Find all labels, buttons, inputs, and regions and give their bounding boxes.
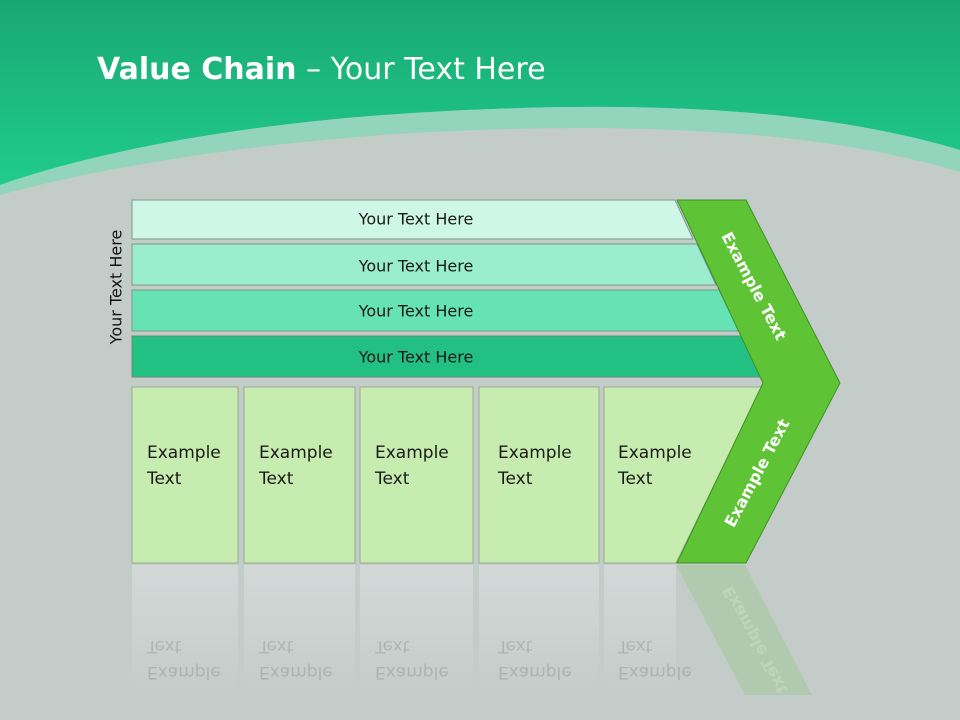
box-label-line: Text — [259, 469, 294, 489]
reflection-line: Text — [498, 636, 533, 656]
box-1[interactable] — [131, 386, 239, 564]
box-reflection — [360, 565, 473, 695]
box-2[interactable] — [243, 386, 356, 564]
box-3[interactable] — [359, 386, 474, 564]
header-swoosh — [0, 106, 960, 195]
box-label-line: Example — [147, 443, 221, 463]
box-label-line: Text — [147, 469, 182, 489]
box-4[interactable] — [478, 386, 600, 564]
chevron-reflection — [676, 565, 812, 695]
page-title: Value Chain – Your Text Here — [97, 52, 546, 87]
box-label-line: Example — [618, 443, 692, 463]
bar-label: Your Text Here — [358, 347, 474, 367]
box-label-line: Text — [498, 469, 533, 489]
box-label-reflection: Example Text — [618, 633, 710, 685]
bar-label: Your Text Here — [358, 256, 474, 276]
title-rest: – Your Text Here — [296, 52, 546, 87]
bar-label: Your Text Here — [358, 209, 474, 229]
chevron-arrow[interactable] — [676, 199, 841, 564]
box-5[interactable] — [603, 386, 763, 564]
side-label: Your Text Here — [106, 229, 126, 345]
reflection-line: Example — [618, 662, 692, 682]
box-label-reflection: Example Text — [375, 633, 467, 685]
reflection-line: Example — [498, 662, 572, 682]
bar-2[interactable] — [131, 243, 717, 286]
box-reflection — [132, 565, 238, 695]
reflection-line: Text — [259, 636, 294, 656]
box-label-line: Text — [618, 469, 653, 489]
reflection-line: Example — [375, 662, 449, 682]
box-label-reflection: Example Text — [147, 633, 239, 685]
box-label-reflection: Example Text — [259, 633, 351, 685]
reflection-line: Text — [375, 636, 410, 656]
box-label-reflection: Example Text — [498, 633, 590, 685]
box-reflection — [479, 565, 599, 695]
bar-label: Your Text Here — [358, 301, 474, 321]
box-label-line: Text — [375, 469, 410, 489]
box-label-line: Example — [375, 443, 449, 463]
title-bold: Value Chain — [97, 52, 297, 87]
reflection-line: Text — [147, 636, 182, 656]
bar-1[interactable] — [131, 199, 694, 240]
header-band — [0, 0, 960, 185]
reflection-line: Example — [259, 662, 333, 682]
box-label-line: Example — [259, 443, 333, 463]
reflection-line: Text — [618, 636, 653, 656]
box-reflection — [244, 565, 355, 695]
box-label-line: Example — [498, 443, 572, 463]
box-reflection — [604, 565, 676, 695]
reflection-line: Example — [147, 662, 221, 682]
